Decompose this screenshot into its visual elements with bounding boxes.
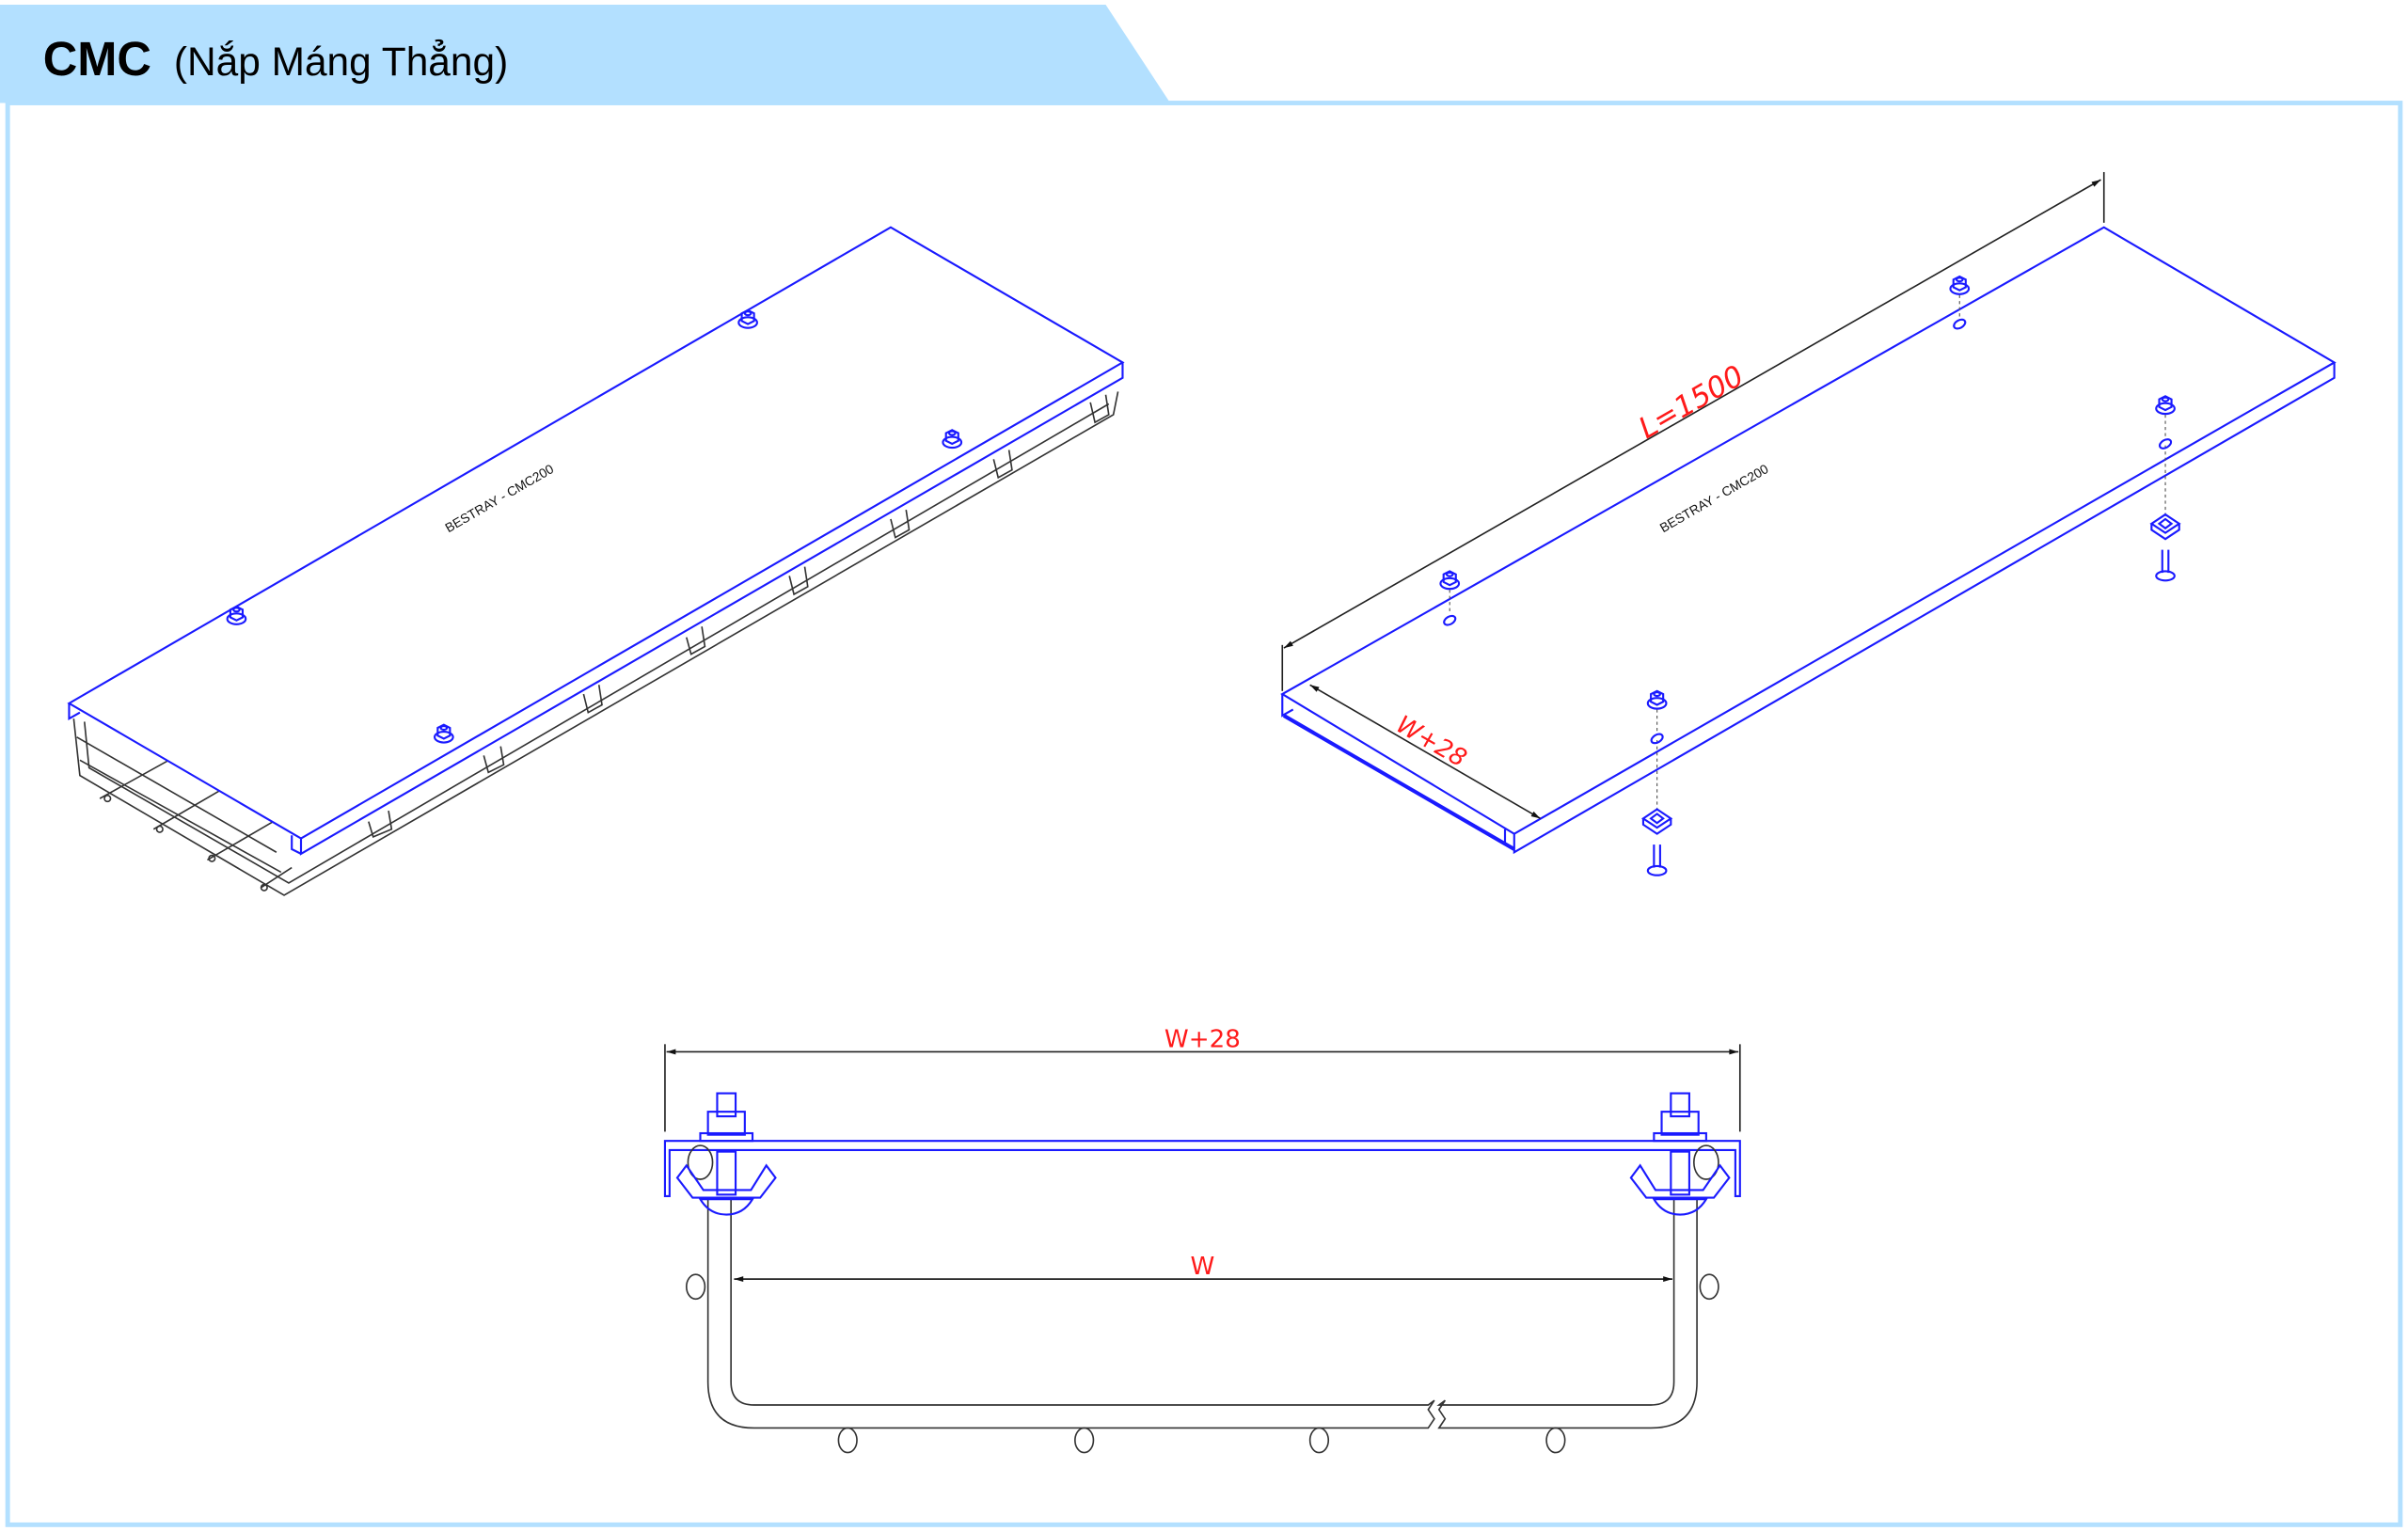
clamp-icon xyxy=(1641,808,1672,835)
outer-width-label: W+28 xyxy=(1164,1026,1241,1054)
exploded-view: L=1500 W+28 BESTRAY - CMC200 xyxy=(1280,171,2337,876)
inner-width-label: W xyxy=(1190,1253,1214,1281)
nut-icon xyxy=(1949,275,1971,295)
u-wire xyxy=(685,1144,1719,1454)
title-description: (Nắp Máng Thẳng) xyxy=(174,39,508,84)
nut-icon xyxy=(1439,570,1461,591)
content-frame xyxy=(5,101,2403,1527)
hole-icon xyxy=(1648,731,1666,747)
bolt-icon xyxy=(1646,844,1668,876)
nut-icon xyxy=(2155,395,2176,416)
assembled-view: BESTRAY - CMC200 xyxy=(67,226,1125,896)
wire-basket xyxy=(72,391,1119,896)
hole-icon xyxy=(1441,612,1458,628)
nut-icon xyxy=(1646,689,1668,710)
hole-icon xyxy=(2157,436,2174,451)
cover-section xyxy=(663,1140,1741,1198)
title-code: CMC xyxy=(43,32,151,86)
cover-plate xyxy=(67,226,1125,856)
length-dimension xyxy=(1281,171,2105,691)
header-band xyxy=(0,5,1171,103)
bolt-assembly-left xyxy=(675,1092,777,1216)
width-dimension xyxy=(1309,684,1541,820)
header-title: CMC (Nắp Máng Thẳng) xyxy=(43,32,509,86)
clamp-icon xyxy=(2150,513,2180,541)
bolt-icon xyxy=(2155,548,2176,582)
bolt-assembly-right xyxy=(1629,1092,1731,1216)
length-label: L=1500 xyxy=(1633,359,1750,446)
width-label: W+28 xyxy=(1391,711,1471,773)
hole-icon xyxy=(1951,316,1969,332)
section-view: W+28 W xyxy=(663,1026,1741,1454)
